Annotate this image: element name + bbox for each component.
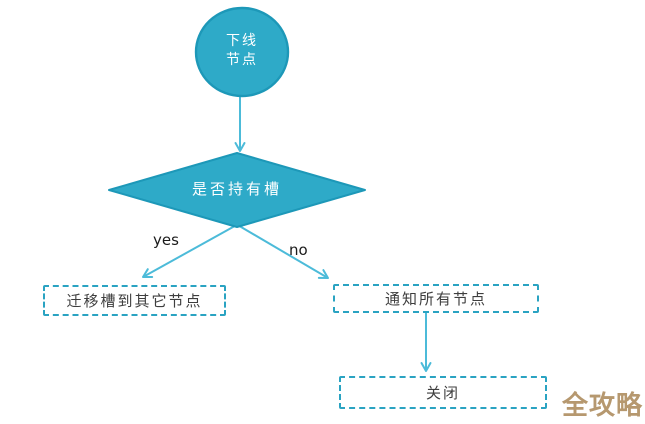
decision-node-diamond [108,152,366,228]
edge-label-no: no [289,241,308,259]
notify-all-nodes-box-label: 通知所有节点 [384,290,487,308]
edge-decision-no-to-notify [223,216,329,279]
migrate-slots-box: 迁移槽到其它节点 [43,285,226,316]
edge-label-yes: yes [153,231,179,249]
watermark-text: 全攻略 [561,391,643,421]
migrate-slots-box-label: 迁移槽到其它节点 [66,292,203,310]
close-box-label: 关闭 [425,384,460,402]
close-box: 关闭 [339,376,547,409]
start-node-circle [194,6,290,98]
notify-all-nodes-box: 通知所有节点 [333,284,539,313]
edge-decision-yes-to-migrate [142,216,252,279]
